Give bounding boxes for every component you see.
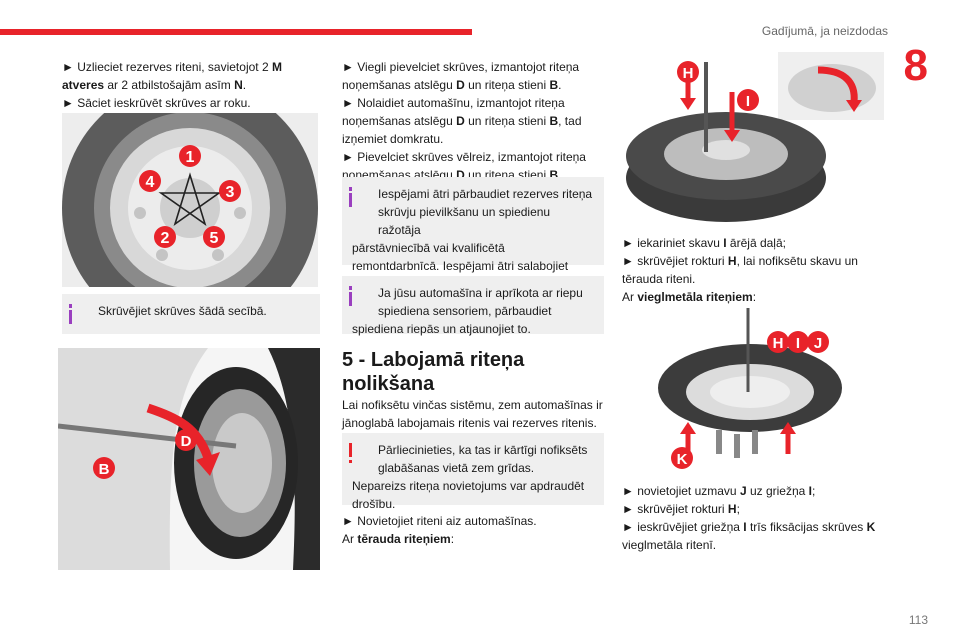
page-number: 113	[908, 613, 928, 627]
steel-wheel-steps: ► iekariniet skavu I ārējā daļā; ► skrūv…	[622, 236, 858, 304]
top-accent-bar	[0, 29, 472, 35]
section-title: Gadījumā, ja neizdodas	[761, 24, 888, 38]
svg-text:I: I	[746, 93, 750, 110]
info-icon-dot	[69, 304, 72, 308]
chapter-number: 8	[903, 41, 928, 90]
wheel-bolt-order-figure: 1 2 3 4 5	[62, 113, 318, 287]
info-icon	[69, 310, 72, 324]
bolt-markers: 1 2 3 4 5	[139, 145, 241, 248]
steps-tighten-lower: ► Viegli pievelciet skrūves, izmantojot …	[342, 60, 586, 182]
svg-text:4: 4	[146, 174, 155, 191]
warning-icon	[349, 443, 352, 457]
svg-text:I: I	[796, 335, 800, 352]
stow-intro: Lai nofiksētu vinčas sistēmu, zem automa…	[342, 398, 603, 430]
svg-text:1: 1	[186, 149, 195, 166]
alloy-wheel-steps: ► novietojiet uzmavu J uz griežņa I; ► s…	[622, 484, 876, 552]
info-note-bolt-order: Skrūvējiet skrūves šādā secībā.	[62, 294, 320, 334]
steel-wheel-stow-figure: H I	[622, 52, 884, 224]
svg-text:3: 3	[226, 184, 235, 201]
svg-text:B: B	[99, 461, 110, 478]
svg-text:D: D	[181, 433, 192, 450]
stow-steps: ► Novietojiet riteni aiz automašīnas. Ar…	[342, 514, 537, 546]
svg-text:K: K	[677, 451, 688, 468]
step-mount-wheel: ► Uzlieciet rezerves riteni, savietojot …	[62, 60, 282, 110]
alloy-wheel-stow-figure: H I J K	[650, 304, 854, 472]
info-note-check-spare: Iespējami ātri pārbaudiet rezerves riteņ…	[342, 177, 604, 291]
svg-text:H: H	[683, 65, 694, 82]
svg-text:2: 2	[161, 230, 170, 247]
svg-text:H: H	[773, 335, 784, 352]
info-note-pressure-sensors: Ja jūsu automašīna ir aprīkota ar riepu …	[342, 276, 604, 336]
warning-note-secure-wheel: Pārliecinieties, ka tas ir kārtīgi nofik…	[342, 433, 604, 511]
section-heading: 5 - Labojamā riteņa nolikšana	[342, 349, 525, 395]
info-icon	[349, 292, 352, 306]
info-icon	[349, 193, 352, 207]
svg-text:J: J	[814, 335, 822, 352]
svg-text:5: 5	[210, 230, 219, 247]
wheel-wrench-figure: B D	[58, 348, 320, 570]
